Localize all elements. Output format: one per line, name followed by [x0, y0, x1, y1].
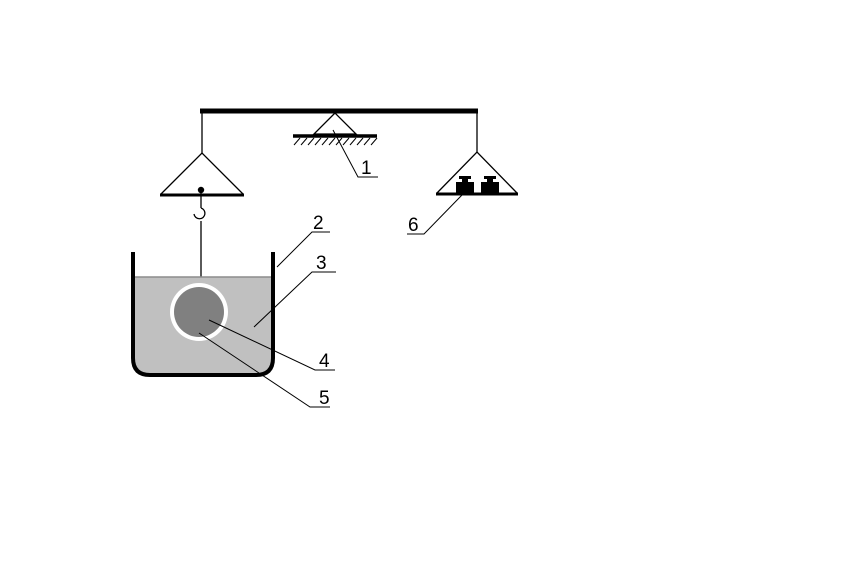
label-fulcrum: 1 [361, 158, 372, 179]
leader-4 [208, 319, 335, 371]
label-liquid: 3 [316, 253, 327, 274]
left-pan [160, 111, 244, 284]
leader-3 [253, 271, 336, 328]
fulcrum [293, 112, 378, 146]
hook-icon [193, 207, 206, 220]
vessel-wall [131, 252, 275, 377]
label-weights: 6 [408, 215, 419, 236]
right-pan [436, 111, 518, 196]
leader-5 [198, 332, 330, 408]
leader-lines [198, 129, 463, 408]
label-coating: 5 [319, 388, 330, 409]
weight-left [456, 176, 474, 194]
weight-right [481, 176, 499, 194]
left-pan-cone [160, 152, 244, 195]
leader-6 [407, 194, 463, 235]
fulcrum-prism [312, 112, 358, 135]
right-pan-cone [436, 151, 518, 194]
leader-1 [332, 129, 378, 178]
label-body: 4 [319, 351, 330, 372]
immersed-body [174, 287, 224, 337]
fulcrum-hatching [293, 137, 378, 146]
label-vessel: 2 [313, 213, 324, 234]
leader-2 [276, 231, 330, 268]
